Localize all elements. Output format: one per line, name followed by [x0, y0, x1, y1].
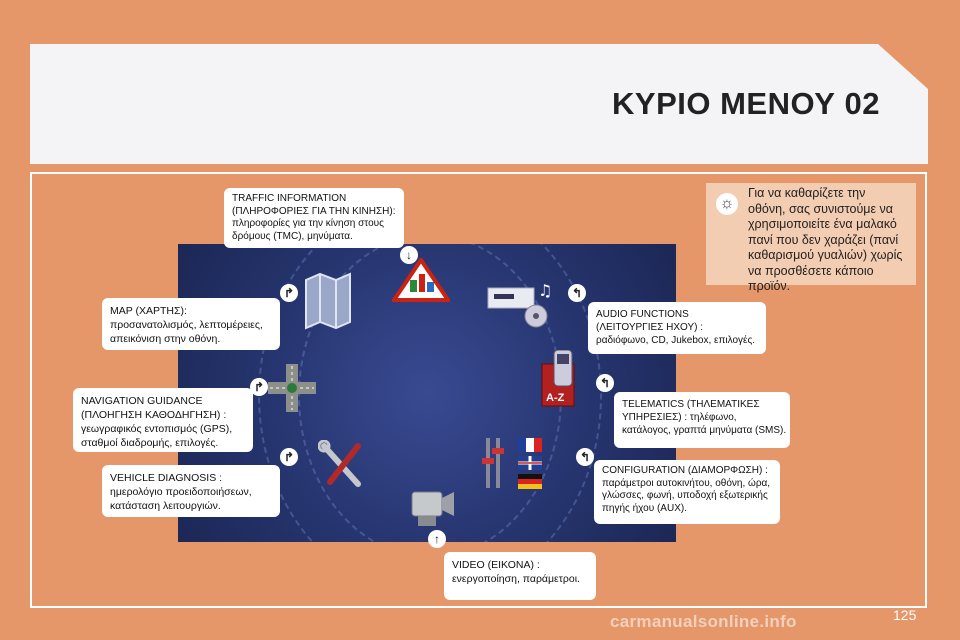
arrow-right-icon[interactable]: ↱: [250, 378, 268, 396]
box-line: TRAFFIC INFORMATION: [232, 193, 347, 204]
arrow-right-icon[interactable]: ↱: [280, 284, 298, 302]
traffic-warning-icon[interactable]: [392, 258, 450, 302]
box-line: (ΠΛΗΡΟΦΟΡΙΕΣ ΓΙΑ ΤΗΝ ΚΙΝΗΣΗ):: [232, 205, 396, 217]
video-box[interactable]: VIDEO (ΕΙΚΟΝΑ) : ενεργοποίηση, παράμετρο…: [444, 552, 596, 600]
telematics-box[interactable]: TELEMATICS (ΤΗΛΕΜΑΤΙΚΕΣ ΥΠΗΡΕΣΙΕΣ) : τηλ…: [614, 392, 790, 448]
box-line: AUDIO FUNCTIONS: [596, 309, 689, 320]
map-box[interactable]: MAP (ΧΑΡΤΗΣ): προσανατολισμός, λεπτομέρε…: [102, 298, 280, 350]
note-line: Για να καθαρίζετε την: [748, 186, 866, 200]
box-line: (ΠΛΟΗΓΗΣΗ ΚΑΘΟΔΗΓΗΣΗ) :: [81, 409, 227, 421]
box-line: απεικόνιση στην οθόνη.: [110, 333, 221, 345]
box-line: σταθμοί διαδρομής, επιλογές.: [81, 437, 219, 449]
arrow-down-icon[interactable]: ↓: [400, 246, 418, 264]
note-line: πανί που δεν χαράζει (πανί: [748, 232, 899, 247]
box-line: προσανατολισμός, λεπτομέρειες,: [110, 319, 263, 331]
az-label: A-Z: [546, 392, 565, 404]
configuration-box[interactable]: CONFIGURATION (ΔΙΑΜΟΡΦΩΣΗ) : παράμετροι …: [594, 460, 780, 524]
box-line: TELEMATICS (ΤΗΛΕΜΑΤΙΚΕΣ: [622, 399, 760, 410]
arrow-left-icon[interactable]: ↰: [568, 284, 586, 302]
box-line: γεωγραφικός εντοπισμός (GPS),: [81, 423, 233, 435]
box-line: ΥΠΗΡΕΣΙΕΣ) : τηλέφωνο,: [622, 412, 737, 423]
box-line: ενεργοποίηση, παράμετροι.: [452, 573, 580, 585]
map-icon[interactable]: [302, 272, 354, 330]
video-camera-icon[interactable]: [408, 486, 456, 528]
arrow-right-icon[interactable]: ↱: [280, 448, 298, 466]
box-line: ραδιόφωνο, CD, Jukebox, επιλογές.: [596, 335, 756, 346]
box-line: MAP (ΧΑΡΤΗΣ):: [110, 305, 187, 317]
watermark: carmanualsonline.info: [610, 612, 797, 631]
header-bar: [30, 44, 928, 164]
note-line: να προσθέσετε κάποιο: [748, 263, 874, 278]
page-number: 125: [893, 607, 917, 623]
box-line: πληροφορίες για την κίνηση στους: [232, 218, 384, 229]
box-line: κατάσταση λειτουργιών.: [110, 500, 221, 512]
tools-icon[interactable]: [318, 440, 366, 490]
box-line: VEHICLE DIAGNOSIS :: [110, 472, 223, 484]
box-line: VIDEO (ΕΙΚΟΝΑ) :: [452, 559, 540, 571]
svg-text:♫: ♫: [538, 281, 552, 300]
box-line: NAVIGATION GUIDANCE: [81, 395, 203, 407]
box-line: ημερολόγιο προειδοποιήσεων,: [110, 486, 252, 498]
box-line: δρόμους (TMC), μηνύματα.: [232, 230, 353, 242]
arrow-left-icon[interactable]: ↰: [576, 448, 594, 466]
cleaning-note: ☼ Για να καθαρίζετε την οθόνη, σας συνισ…: [706, 183, 916, 293]
box-line: κατάλογος, γραπτά μηνύματα (SMS).: [622, 425, 787, 436]
box-line: πηγής ήχου (AUX).: [602, 502, 687, 514]
note-line: οθόνη, σας συνιστούμε να: [748, 201, 894, 216]
arrow-left-icon[interactable]: ↰: [596, 374, 614, 392]
audio-device-icon[interactable]: ♫: [486, 280, 556, 328]
arrow-up-icon[interactable]: ↑: [428, 530, 446, 548]
box-line: CONFIGURATION (ΔΙΑΜΟΡΦΩΣΗ) :: [602, 465, 768, 476]
vehicle-diagnosis-box[interactable]: VEHICLE DIAGNOSIS : ημερολόγιο προειδοπο…: [102, 465, 280, 517]
note-line: χρησιμοποιείτε ένα μαλακό: [748, 217, 897, 231]
note-line: καθαρισμού γυαλιών) χωρίς: [748, 248, 903, 262]
content-frame: [30, 172, 927, 608]
box-line: παράμετροι αυτοκινήτου, οθόνη, ώρα,: [602, 477, 771, 489]
navigation-guidance-box[interactable]: NAVIGATION GUIDANCE (ΠΛΟΗΓΗΣΗ ΚΑΘΟΔΗΓΗΣΗ…: [73, 388, 253, 452]
audio-functions-box[interactable]: AUDIO FUNCTIONS (ΛΕΙΤΟΥΡΓΙΕΣ ΗΧΟΥ) : ραδ…: [588, 302, 766, 354]
box-line: (ΛΕΙΤΟΥΡΓΙΕΣ ΗΧΟΥ) :: [596, 322, 704, 333]
settings-flags-icon[interactable]: [482, 436, 548, 492]
crossroads-icon[interactable]: [268, 364, 316, 412]
traffic-information-box[interactable]: TRAFFIC INFORMATION (ΠΛΗΡΟΦΟΡΙΕΣ ΓΙΑ ΤΗΝ…: [224, 188, 404, 248]
page-title: ΚΥΡΙΟ ΜΕΝΟΥ 02: [612, 86, 880, 121]
phone-directory-icon[interactable]: A-Z: [540, 350, 584, 408]
box-line: γλώσσες, φωνή, υποδοχή εξωτερικής: [602, 490, 768, 501]
note-line: προϊόν.: [748, 279, 791, 293]
sun-icon: ☼: [716, 193, 738, 215]
